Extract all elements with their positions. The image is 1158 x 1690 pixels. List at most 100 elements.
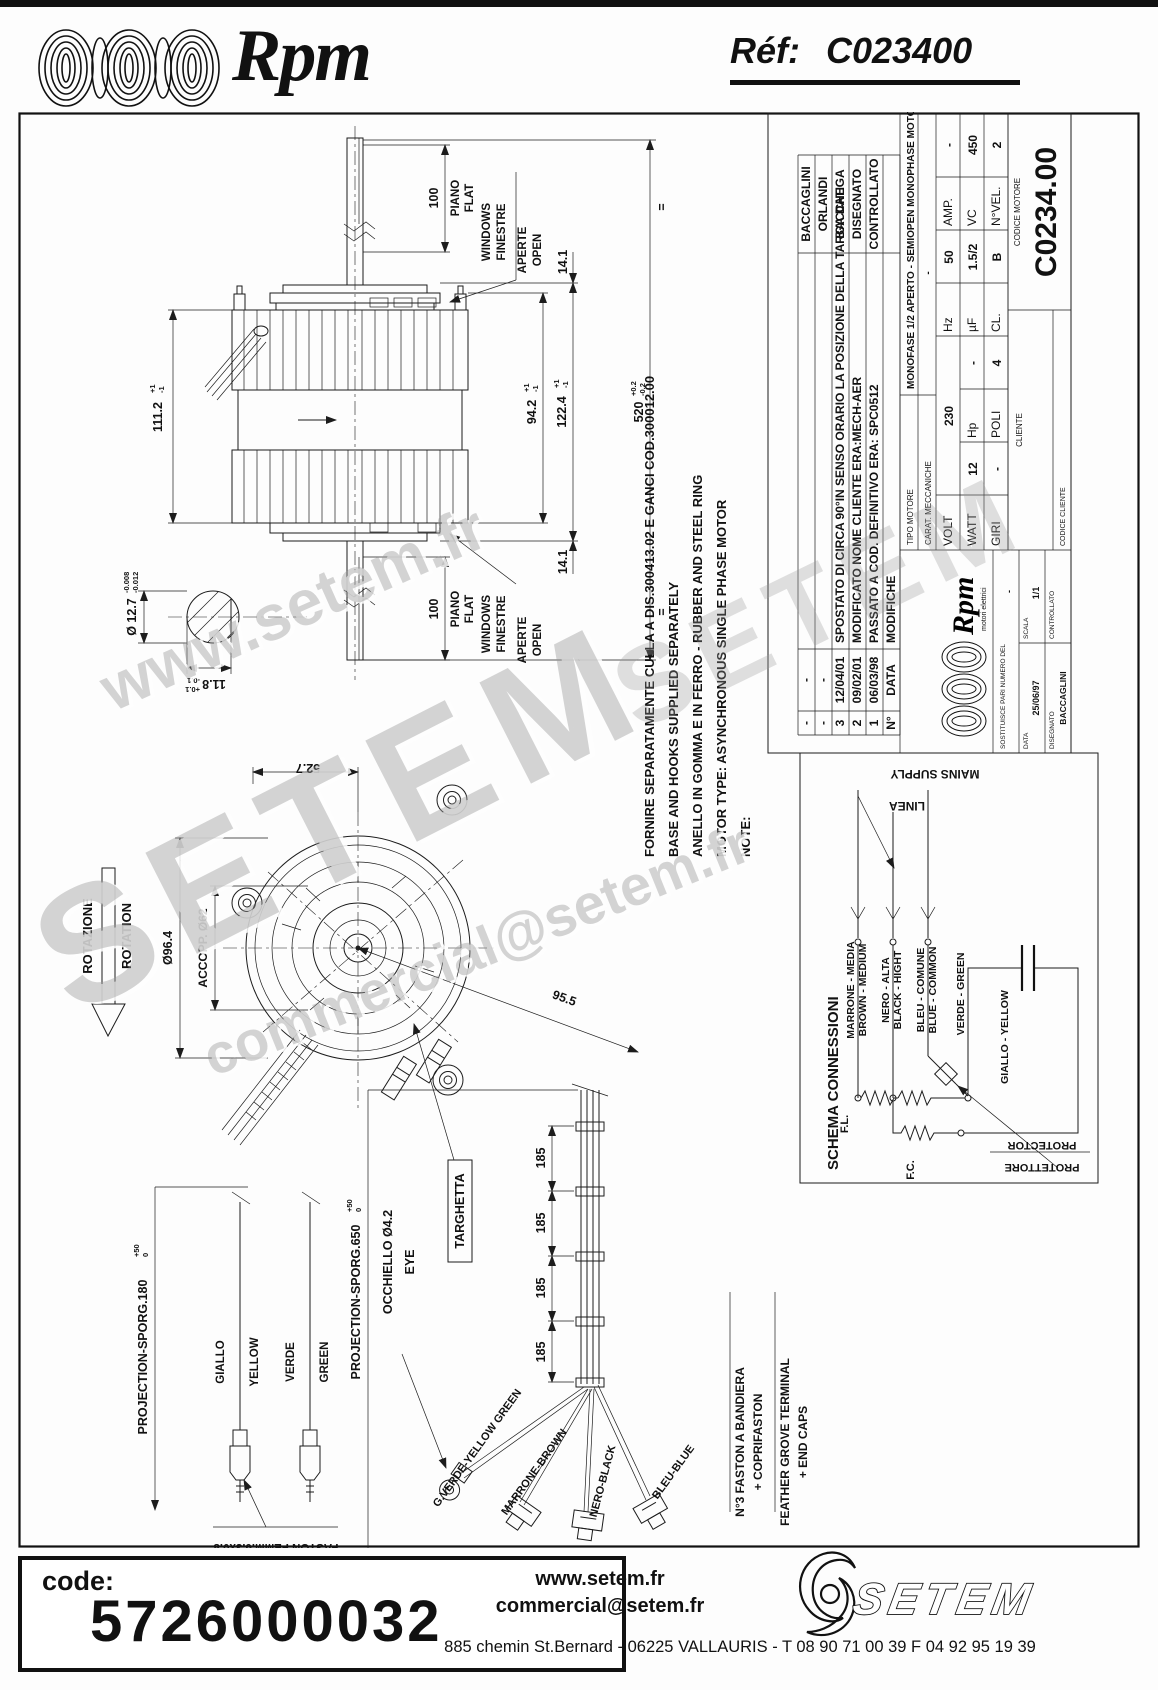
rev-text-2: SPOSTATO DI CIRCA 90°IN SENSO ORARIO LA …	[833, 187, 847, 643]
equal-mark-top: =	[655, 203, 669, 210]
windows-label-top: WINDOWS	[481, 203, 493, 261]
top-border-bar	[0, 0, 1158, 7]
code-box: code: 5726000032	[18, 1556, 626, 1672]
harness-note-3: FEATHER GROVE TERMINAL	[778, 1358, 792, 1526]
amp-value: -	[942, 143, 956, 147]
verde-green-label: VERDE - GREEN	[955, 953, 967, 1036]
proj180-tol-p: +50	[132, 1244, 141, 1257]
proj180-label: PROJECTION-SPORG.180	[136, 1280, 150, 1435]
svg-text:-1: -1	[157, 386, 166, 393]
disegnato-label: DISEGNATO	[1049, 711, 1056, 749]
ref-label: Réf:	[730, 30, 800, 71]
leads-detail: PROJECTION-SPORG.180 +50 0 GIALLO YELLOW…	[132, 1186, 339, 1548]
windows-label-bottom: WINDOWS	[481, 595, 493, 653]
dim-141-bottom: 14.1	[556, 550, 570, 574]
note-line-4: MOTOR TYPE: ASYNCHRONOUS SINGLE PHASE MO…	[714, 499, 729, 857]
proj180-tol-m: 0	[141, 1253, 150, 1257]
shaft-section-detail: Ø 12.7-0.008-0.012 11.8+0.1-0.1	[122, 572, 308, 694]
motor-side-view	[204, 126, 469, 680]
rev-date-hdr: DATA	[884, 664, 898, 696]
wire-mb-label: MARRONE-BROWN	[499, 1427, 569, 1518]
mains-supply-label: MAINS SUPPLY	[891, 767, 980, 781]
verde-label: VERDE	[285, 1342, 297, 1382]
rev-text-4: PASSATO A COD. DEFINITIVO ERA: SPC0512	[867, 384, 881, 643]
technical-drawing: 111.2+1-1 94.2+1-1 122.4+1-1 14.1 14.1 5…	[18, 112, 1140, 1548]
svg-text:-1: -1	[531, 385, 540, 392]
rpm-coil-logo-icon	[28, 20, 233, 117]
uf-value: 1.5/2	[966, 243, 980, 270]
targhetta-label: TARGHETTA	[453, 1173, 467, 1248]
note-line-1: FORNIRE SEPARATAMENTE CULLA A DIS.300413…	[642, 376, 657, 857]
cl-label: CL.	[989, 313, 1003, 332]
data-label: DATA	[1023, 732, 1030, 749]
dim-520: 520	[632, 402, 646, 423]
protettore-label: PROTETTORE	[1005, 1161, 1080, 1173]
dim-185-2: 185	[534, 1213, 548, 1234]
black-hight-label: BLACK - HIGHT	[892, 950, 904, 1029]
uf-label: µF	[965, 318, 979, 332]
wire-gv-label: G.VERDE-YELLOW GREEN	[431, 1387, 524, 1509]
rev-sign-4: CONTROLLATO	[867, 159, 881, 250]
rev-date-0: -	[799, 678, 813, 682]
title-block-brand: Rpm	[947, 577, 980, 636]
yellow-label: YELLOW	[249, 1337, 261, 1386]
svg-text:+1: +1	[552, 379, 561, 388]
dim-185-1: 185	[534, 1148, 548, 1169]
bleu-comune-label: BLEU - COMUNE	[915, 948, 927, 1033]
open-label-bottom: OPEN	[532, 624, 544, 657]
rev-sign-1: ORLANDI	[816, 177, 830, 232]
svg-text:-1: -1	[561, 381, 570, 388]
rev-text-3: MODIFICATO NOME CLIENTE ERA:MECH-AER	[850, 376, 864, 643]
rev-n-1: -	[816, 721, 830, 725]
footer-email: commercial@setem.fr	[495, 1595, 705, 1617]
note-line-3: ANELLO IN GOMMA E IN FERRO - RUBBER AND …	[690, 475, 705, 857]
controllato-label: CONTROLLATO	[1049, 591, 1056, 639]
fl-label: F.L.	[839, 1115, 851, 1133]
rotation-label: ROTATION	[119, 903, 134, 969]
tipo-motore-label: TIPO MOTORE	[906, 489, 915, 545]
finestre-label-bottom: FINESTRE	[496, 595, 508, 652]
rev-date-1: -	[816, 678, 830, 682]
proj650-tol-m: 0	[354, 1208, 363, 1212]
nvel-label: N°VEL.	[989, 187, 1003, 226]
vc-label: VC	[965, 209, 979, 226]
brand-wordmark: Rpm	[232, 15, 372, 97]
harness-detail: PROJECTION-SPORG.650 +50 0 OCCHIELLO Ø4.…	[345, 1083, 810, 1548]
setem-wordmark: SETEM	[850, 1575, 1040, 1624]
watt-label: WATT	[965, 513, 979, 546]
poli-value: 4	[990, 359, 1004, 366]
dim-coupling: ACCOPP. Ø62	[196, 908, 210, 987]
dim-94: 94.2	[525, 400, 539, 424]
dim-shaft-flat: 11.8	[202, 677, 226, 691]
reference-number: Réf: C023400	[730, 30, 1020, 85]
rev-date-3: 09/02/01	[850, 656, 864, 703]
revision-table: - - - - 3 12/04/01 2 09/02/01 1 06/03/98…	[797, 154, 901, 736]
wire-nb-label: NERO-BLACK	[588, 1444, 619, 1519]
setem-logo: SETEM	[785, 1548, 1045, 1648]
schema-title: SCHEMA CONNESSIONI	[825, 996, 842, 1170]
protector-label: PROTECTOR	[1008, 1139, 1077, 1151]
proj650-label: PROJECTION-SPORG.650	[349, 1225, 363, 1380]
data-value: 25/06/97	[1031, 680, 1041, 715]
disegnato-value: BACCAGLINI	[1058, 671, 1068, 724]
svg-text:+1: +1	[148, 384, 157, 393]
ref-value: C023400	[826, 30, 973, 71]
wire-bb-label: BLEU-BLUE	[650, 1443, 697, 1501]
flat-label-top: FLAT	[464, 184, 476, 213]
hp-value: -	[966, 361, 980, 365]
scala-value: 1/1	[1031, 587, 1041, 600]
hp-label: Hp	[965, 422, 979, 438]
giallo-yellow-label: GIALLO - YELLOW	[999, 990, 1011, 1084]
rev-n-hdr: N°	[884, 716, 898, 730]
faston-label: FASTON FEMM.6.3x0.8	[213, 1541, 339, 1548]
watt-value: 12	[966, 462, 980, 476]
title-block-logo: Rpm motori elettrici	[941, 577, 988, 737]
codice-cliente-label: CODICE CLIENTE	[1060, 487, 1067, 546]
marrone-media-label: MARRONE - MEDIA	[845, 941, 857, 1039]
rev-n-0: -	[799, 721, 813, 725]
volt-value: 230	[942, 406, 956, 426]
rev-date-2: 12/04/01	[833, 656, 847, 703]
electrical-data-table: VOLT Hz AMP. WATT Hp µF VC GIRI POLI CL.…	[936, 113, 1009, 550]
flat-label-bottom: FLAT	[464, 595, 476, 624]
